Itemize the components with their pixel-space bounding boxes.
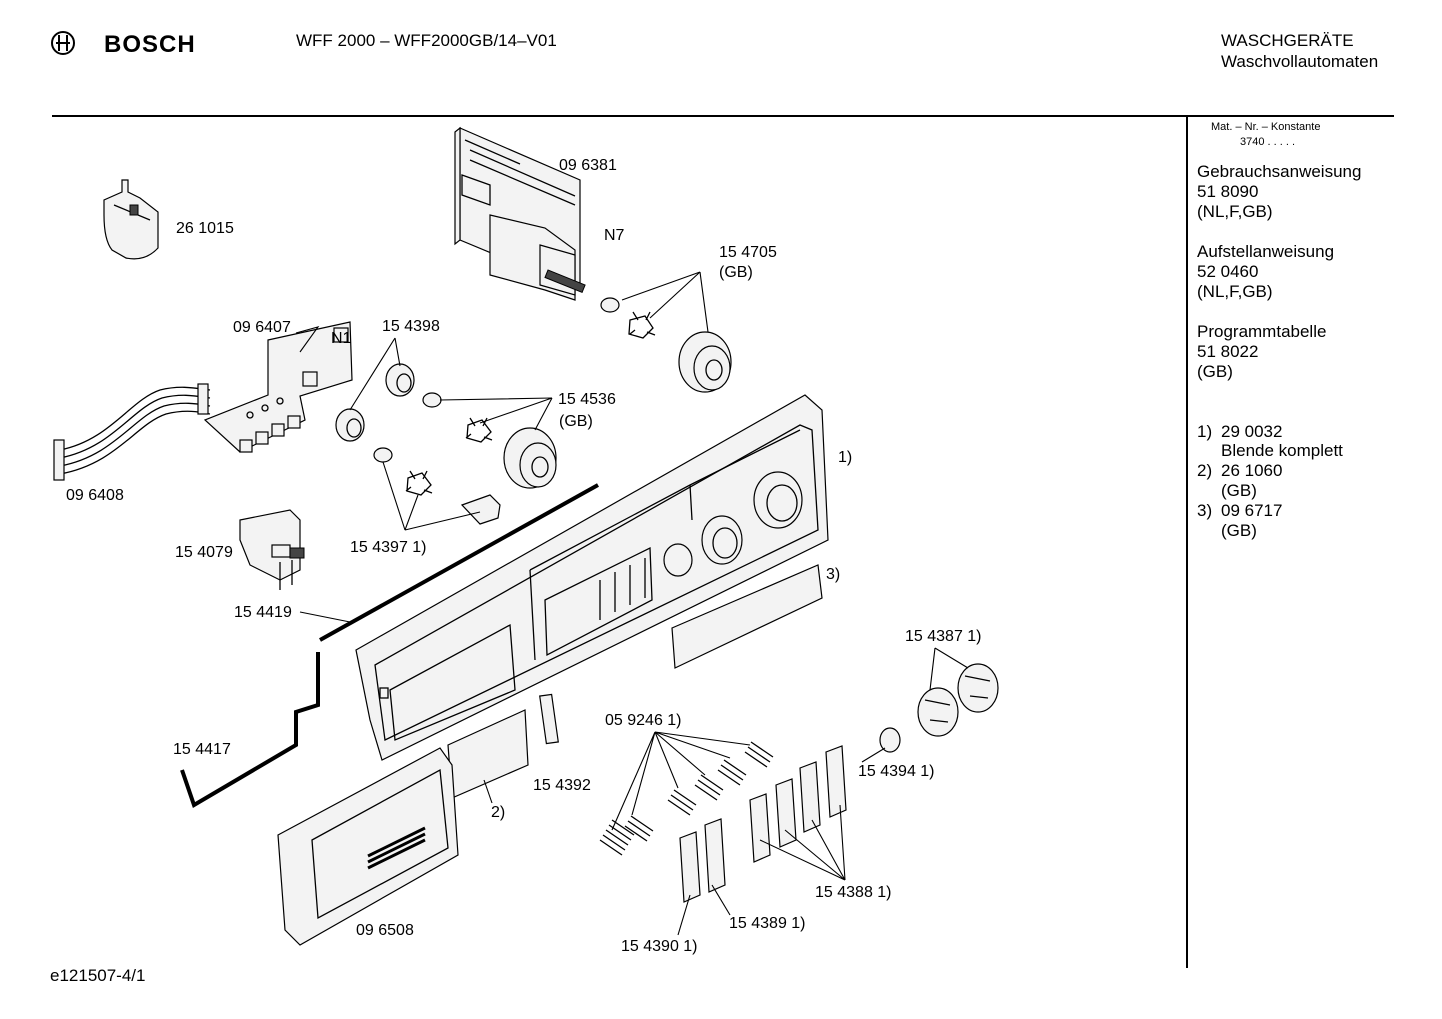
part-154417-shape xyxy=(180,652,320,808)
label-154397: 15 4397 1) xyxy=(350,539,427,556)
label-drawer-note2: 2) xyxy=(491,804,506,821)
label-n7: N7 xyxy=(604,227,625,244)
label-096381: 09 6381 xyxy=(559,157,617,174)
label-154417: 15 4417 xyxy=(173,741,231,758)
label-154390: 15 4390 1) xyxy=(621,938,698,955)
matnr-label: Mat. – Nr. – Konstante xyxy=(1211,121,1321,133)
brand-logo xyxy=(50,30,78,63)
label-096407: 09 6407 xyxy=(233,319,291,336)
label-096408: 09 6408 xyxy=(66,487,124,504)
part-154079-shape xyxy=(239,509,305,590)
part-154392-shape xyxy=(539,693,559,745)
model-title: WFF 2000 – WFF2000GB/14–V01 xyxy=(296,31,557,50)
note-key: 1) xyxy=(1197,422,1213,441)
note-line2: (GB) xyxy=(1221,481,1257,500)
label-panel-note1: 1) xyxy=(838,449,853,466)
part-154397-shape xyxy=(373,447,501,525)
note-line2: (GB) xyxy=(1221,521,1257,540)
label-154398: 15 4398 xyxy=(382,318,440,335)
part-154398-shape xyxy=(335,363,415,442)
part-059246-shape xyxy=(599,741,774,856)
doc-lang: (GB) xyxy=(1197,362,1233,381)
part-154387-shape xyxy=(917,663,999,737)
category-line2: Waschvollautomaten xyxy=(1221,52,1379,71)
label-154389: 15 4389 1) xyxy=(729,915,806,932)
label-059246: 05 9246 1) xyxy=(605,712,682,729)
footer-code: e121507-4/1 xyxy=(50,966,146,985)
label-096508: 09 6508 xyxy=(356,922,414,939)
label-154387: 15 4387 1) xyxy=(905,628,982,645)
matnr-value: 3740 . . . . . xyxy=(1240,136,1296,148)
part-154419-shape xyxy=(319,483,599,642)
bosch-logo-icon xyxy=(51,31,75,55)
category-line1: WASCHGERÄTE xyxy=(1221,31,1354,50)
label-154392: 15 4392 xyxy=(533,777,591,794)
label-154079: 15 4079 xyxy=(175,544,233,561)
label-154419: 15 4419 xyxy=(234,604,292,621)
window-shape xyxy=(671,564,823,669)
part-154536-shape xyxy=(422,392,557,489)
label-261015: 26 1015 xyxy=(176,220,234,237)
panel-shape xyxy=(355,394,829,761)
doc-title: Programmtabelle xyxy=(1197,322,1327,341)
doc-lang: (NL,F,GB) xyxy=(1197,282,1273,301)
doc-title: Gebrauchsanweisung xyxy=(1197,162,1362,181)
brand-name: BOSCH xyxy=(104,31,196,58)
label-154394: 15 4394 1) xyxy=(858,763,935,780)
note-key: 3) xyxy=(1197,501,1213,520)
drawer-shape xyxy=(277,709,529,946)
doc-number: 52 0460 xyxy=(1197,262,1259,281)
label-panel-note3: 3) xyxy=(826,566,841,583)
label-154388: 15 4388 1) xyxy=(815,884,892,901)
part-096408-shape xyxy=(53,383,211,481)
label-154705-gb: (GB) xyxy=(719,264,753,281)
latches-shape xyxy=(679,745,847,903)
label-154536: 15 4536 xyxy=(558,391,616,408)
part-096381-shape xyxy=(454,126,586,301)
doc-number: 51 8090 xyxy=(1197,182,1259,201)
label-154705: 15 4705 xyxy=(719,244,777,261)
doc-lang: (NL,F,GB) xyxy=(1197,202,1273,221)
note-line1: 29 0032 xyxy=(1221,422,1283,441)
part-154705-shape xyxy=(600,297,732,393)
note-line2: Blende komplett xyxy=(1221,441,1343,460)
note-line1: 26 1060 xyxy=(1221,461,1283,480)
part-096407-shape xyxy=(203,321,353,453)
label-154536-gb: (GB) xyxy=(559,413,593,430)
doc-title: Aufstellanweisung xyxy=(1197,242,1335,261)
note-key: 2) xyxy=(1197,461,1213,480)
doc-number: 51 8022 xyxy=(1197,342,1259,361)
part-261015-shape xyxy=(103,179,159,260)
part-154394-shape xyxy=(879,727,901,753)
note-line1: 09 6717 xyxy=(1221,501,1283,520)
label-n1: N1 xyxy=(331,330,352,347)
